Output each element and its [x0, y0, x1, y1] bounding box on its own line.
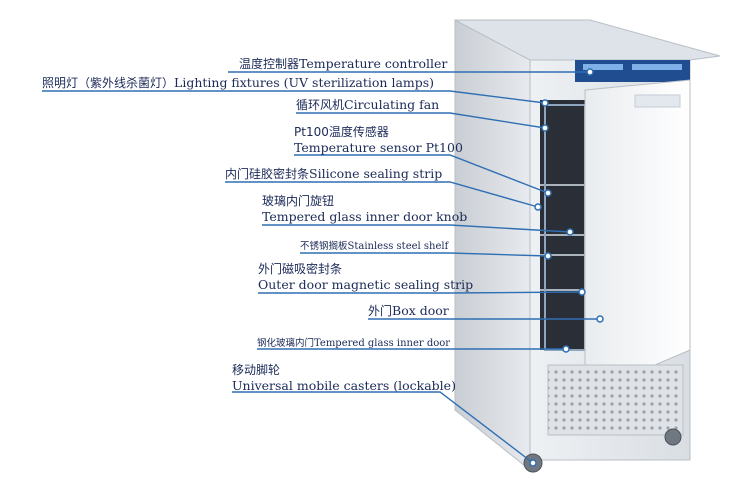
callout-stainless-steel-shelf: 不锈钢搁板Stainless steel shelf [300, 240, 448, 254]
callout-lines [42, 68, 604, 467]
label-cn: 外门磁吸密封条 [258, 262, 343, 276]
leader-dot-box-door [596, 315, 604, 323]
label-cn: 照明灯（紫外线杀菌灯） [42, 76, 175, 90]
callout-circulating-fan: 循环风机Circulating fan [296, 97, 440, 113]
label-cn: 外门 [368, 304, 393, 318]
label-cn: 内门硅胶密封条 [225, 167, 310, 181]
leader-line-outer-door-sealing-strip [258, 291, 583, 294]
callout-tempered-glass-inner-door: 钢化玻璃内门Tempered glass inner door [257, 337, 450, 351]
leader-dot-silicone-sealing-strip [534, 203, 542, 211]
callout-lighting-fixtures: 照明灯（紫外线杀菌灯）Lighting fixtures (UV sterili… [42, 75, 435, 91]
leader-dot-temperature-sensor [544, 189, 552, 197]
label-en: Universal mobile casters (lockable) [232, 378, 456, 393]
label-en: Silicone sealing strip [309, 166, 443, 181]
caster-right [664, 428, 682, 446]
label-en: Lighting fixtures (UV sterilization lamp… [174, 75, 435, 90]
label-en: Stainless steel shelf [347, 241, 449, 252]
label-en: Temperature controller [299, 56, 448, 71]
leader-line-mobile-casters [232, 391, 534, 464]
leader-line-lighting-fixtures [42, 90, 546, 104]
leader-dot-temperature-controller [586, 68, 594, 76]
leader-dot-mobile-casters [529, 459, 537, 467]
leader-dot-stainless-steel-shelf [544, 252, 552, 260]
label-en: Outer door magnetic sealing strip [258, 277, 474, 292]
label-cn: 温度控制器 [239, 57, 300, 71]
label-cn: 钢化玻璃内门 [257, 338, 315, 349]
leader-line-temperature-sensor [294, 154, 549, 194]
callout-silicone-sealing-strip: 内门硅胶密封条Silicone sealing strip [225, 166, 443, 182]
callout-temperature-controller: 温度控制器Temperature controller [239, 56, 448, 72]
leader-dot-circulating-fan [541, 124, 549, 132]
label-en: Tempered glass inner door [314, 338, 451, 349]
leader-line-circulating-fan [296, 112, 546, 129]
leader-dot-outer-door-sealing-strip [578, 288, 586, 296]
leader-line-inner-door-knob [262, 224, 571, 233]
chamber-interior [540, 100, 585, 350]
label-en: Box door [392, 303, 449, 318]
callout-box-door: 外门Box door [368, 303, 449, 319]
label-en: Temperature sensor Pt100 [294, 140, 463, 155]
leader-line-stainless-steel-shelf [300, 252, 549, 257]
label-cn: 循环风机 [296, 98, 345, 112]
bottom-vent [547, 364, 684, 436]
control-panel [454, 19, 721, 61]
leader-dot-lighting-fixtures [541, 99, 549, 107]
leader-dot-inner-door-knob [566, 228, 574, 236]
label-cn: 不锈钢搁板 [300, 241, 348, 252]
label-cn: Pt100温度传感器 [294, 125, 389, 139]
label-cn: 玻璃内门旋钮 [262, 194, 335, 208]
label-en: Circulating fan [344, 97, 440, 112]
label-en: Tempered glass inner door knob [262, 209, 468, 224]
outer-door [584, 79, 691, 396]
label-cn: 移动脚轮 [232, 363, 281, 377]
leader-line-silicone-sealing-strip [225, 181, 539, 208]
cabinet-side [454, 19, 531, 472]
leader-dot-tempered-glass-inner-door [562, 345, 570, 353]
